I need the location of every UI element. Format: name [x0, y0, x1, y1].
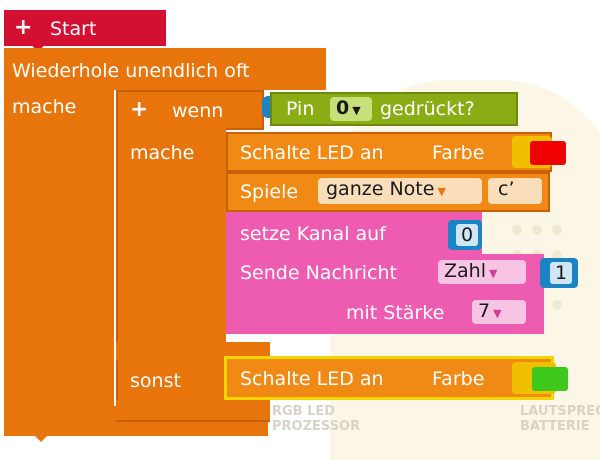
color-green-label: Farbe [432, 368, 485, 390]
color-swatch-red[interactable] [530, 141, 566, 165]
pin-dropdown[interactable]: 0▼ [330, 97, 372, 121]
plus-icon[interactable]: + [130, 97, 149, 122]
chevron-down-icon: ▼ [437, 185, 446, 198]
loop-block[interactable] [4, 48, 326, 90]
if-block-footer [116, 400, 270, 422]
note-duration-dropdown[interactable]: ganze Note▼ [318, 178, 482, 204]
board-label-speaker: LAUTSPRECHER BATTERIE [520, 404, 600, 434]
pressed-label: gedrückt? [380, 98, 475, 120]
note-pitch-field[interactable]: c’ [488, 178, 542, 204]
chevron-down-icon: ▼ [488, 267, 498, 280]
board-led [512, 225, 522, 235]
message-value-field[interactable]: 1 [550, 262, 572, 284]
strength-label: mit Stärke [346, 302, 445, 324]
message-type-dropdown[interactable]: Zahl▼ [438, 260, 526, 284]
if-block-body [116, 128, 226, 422]
strength-dropdown[interactable]: 7▼ [472, 300, 526, 324]
chevron-down-icon: ▼ [493, 307, 502, 320]
color-swatch-green[interactable] [532, 367, 568, 391]
loop-do-label: mache [12, 96, 77, 118]
if-label: wenn [172, 100, 224, 122]
start-block-notch [30, 44, 46, 51]
if-else-label: sonst [130, 370, 181, 392]
if-block-else-band [116, 342, 270, 360]
strength-value: 7 [478, 300, 491, 322]
start-block[interactable] [4, 10, 166, 46]
channel-value-field[interactable]: 0 [456, 224, 478, 246]
led-on-green-block[interactable] [224, 356, 554, 400]
note-pitch-value: c’ [498, 178, 515, 200]
pin-pressed-block[interactable] [270, 92, 518, 126]
note-duration-value: ganze Note [326, 178, 435, 200]
play-label: Spiele [240, 181, 299, 203]
start-label: Start [50, 18, 97, 40]
pin-label: Pin [286, 98, 315, 120]
set-channel-label: setze Kanal auf [240, 223, 386, 245]
board-led [552, 300, 562, 310]
board-label-rgb: RGB LED PROZESSOR [272, 404, 361, 434]
chevron-down-icon: ▼ [352, 104, 361, 117]
set-channel-block[interactable] [226, 212, 482, 254]
pin-value: 0 [336, 97, 350, 119]
loop-block-body [4, 88, 114, 422]
send-message-label: Sende Nachricht [240, 262, 397, 284]
color-label: Farbe [432, 142, 485, 164]
led-on-label: Schalte LED an [240, 142, 384, 164]
message-type-value: Zahl [444, 260, 486, 282]
board-led [552, 225, 562, 235]
loop-label: Wiederhole unendlich oft [12, 60, 250, 82]
plus-icon[interactable]: + [14, 15, 33, 40]
led-on-green-label: Schalte LED an [240, 368, 384, 390]
if-then-label: mache [130, 142, 195, 164]
board-led [532, 225, 542, 235]
loop-block-notch [34, 435, 48, 442]
led-on-block[interactable] [226, 132, 552, 172]
board-led [552, 250, 562, 260]
